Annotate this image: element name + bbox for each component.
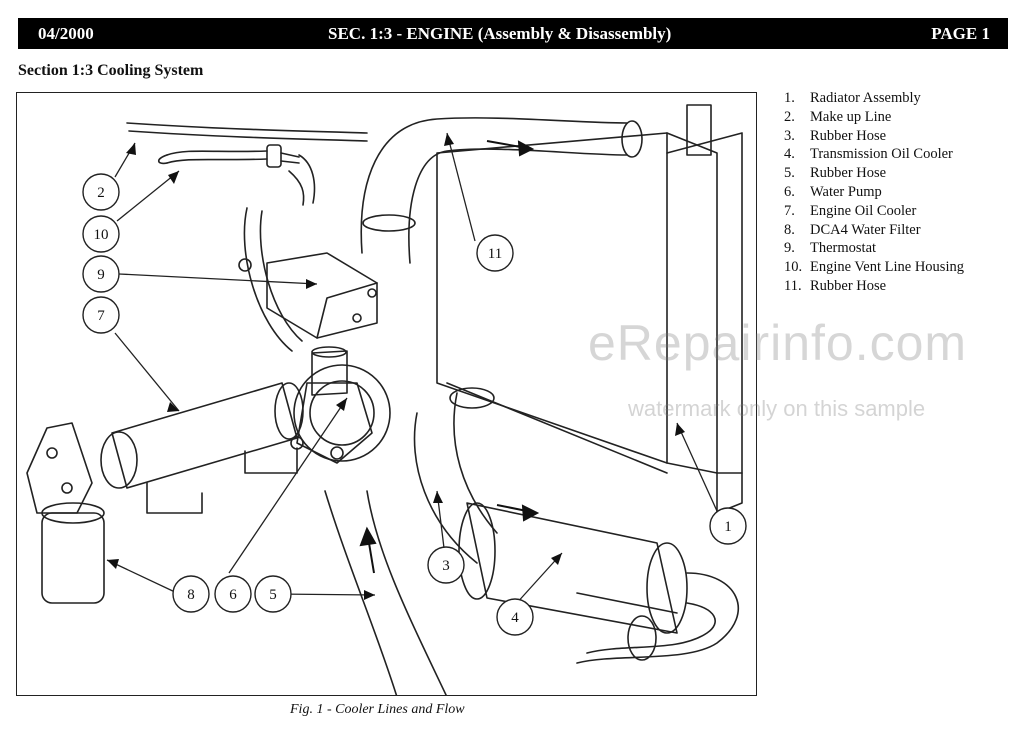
page-header: 04/2000 SEC. 1:3 - ENGINE (Assembly & Di…	[18, 18, 1008, 49]
callout-label-2: 2	[97, 185, 105, 201]
legend-item-label: Radiator Assembly	[810, 90, 921, 106]
callout-circle-3	[427, 546, 465, 584]
cooling-system-figure: 2 10 9 7 11 1 3 4 8 6 5	[16, 92, 757, 696]
callout-circle-10	[82, 215, 120, 253]
legend-item: 10. Engine Vent Line Housing	[784, 258, 1019, 277]
callout-circle-7	[82, 296, 120, 334]
legend-item-number: 8.	[784, 221, 795, 238]
legend-item-number: 10.	[784, 259, 803, 276]
legend-item: 4. Transmission Oil Cooler	[784, 145, 1019, 164]
legend-item: 1. Radiator Assembly	[784, 89, 1019, 108]
legend-item-label: Rubber Hose	[810, 277, 887, 294]
callout-label-4: 4	[511, 610, 519, 626]
legend-item: 6. Water Pump	[784, 183, 1019, 202]
legend-item-number: 3.	[784, 127, 795, 144]
header-title: SEC. 1:3 - ENGINE (Assembly & Disassembl…	[328, 24, 672, 43]
legend-item-number: 1.	[784, 90, 795, 106]
legend-item-number: 11.	[784, 277, 802, 294]
callout-label-6: 6	[229, 587, 237, 603]
legend-item-label: DCA4 Water Filter	[810, 221, 921, 238]
callout-circle-11	[476, 234, 514, 272]
legend-item: 9. Thermostat	[784, 239, 1019, 258]
header-date: 04/2000	[38, 24, 94, 43]
watermark-sub: watermark only on this sample	[628, 396, 926, 421]
legend-item: 5. Rubber Hose	[784, 164, 1019, 183]
legend-item-label: Make up Line	[810, 108, 892, 125]
legend-item-label: Transmission Oil Cooler	[810, 146, 953, 163]
legend-item-number: 6.	[784, 183, 795, 200]
callout-circle-2	[82, 173, 120, 211]
callout-label-9: 9	[97, 267, 105, 283]
parts-legend: 1. Radiator Assembly 2. Make up Line 3. Rub…	[784, 89, 1019, 296]
callout-label-1: 1	[724, 519, 732, 535]
legend-item-number: 7.	[784, 202, 795, 219]
callout-circle-8	[172, 575, 210, 613]
legend-item-number: 5.	[784, 165, 795, 182]
legend-item-label: Rubber Hose	[810, 127, 887, 144]
legend-item: 7. Engine Oil Cooler	[784, 202, 1019, 221]
legend-item: 3. Rubber Hose	[784, 127, 1019, 146]
callout-label-10: 10	[94, 227, 109, 243]
watermark-main: eRepairinfo.com	[588, 315, 968, 371]
legend-item-number: 9.	[784, 240, 795, 257]
legend-item: 11. Rubber Hose	[784, 277, 1019, 296]
header-page-number: PAGE 1	[931, 24, 990, 43]
legend-item-label: Engine Vent Line Housing	[810, 259, 964, 276]
callout-label-5: 5	[269, 587, 277, 603]
callout-label-8: 8	[187, 587, 195, 603]
callout-label-7: 7	[97, 308, 105, 324]
callout-circle-1	[709, 507, 747, 545]
callout-circle-4	[496, 598, 534, 636]
legend-item-number: 2.	[784, 108, 795, 125]
callout-label-11: 11	[488, 246, 502, 262]
callout-label-3: 3	[442, 558, 450, 574]
legend-item: 2. Make up Line	[784, 108, 1019, 127]
callout-circle-9	[82, 255, 120, 293]
cooling-system-illustration: 2 10 9 7 11 1 3 4 8 6 5	[26, 104, 747, 695]
figure-caption: Fig. 1 - Cooler Lines and Flow	[290, 702, 465, 717]
callout-circle-6	[214, 575, 252, 613]
legend-item-label: Thermostat	[810, 240, 877, 257]
section-title: Section 1:3 Cooling System	[18, 62, 204, 79]
legend-item-label: Rubber Hose	[810, 165, 887, 182]
legend-item-label: Water Pump	[810, 183, 882, 200]
legend-item-number: 4.	[784, 146, 795, 163]
legend-item-label: Engine Oil Cooler	[810, 202, 917, 219]
callout-circle-5	[254, 575, 292, 613]
legend-item: 8. DCA4 Water Filter	[784, 221, 1019, 240]
